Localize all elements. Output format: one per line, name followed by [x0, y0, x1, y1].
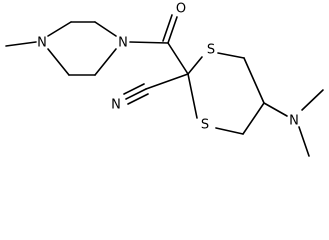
chemical-structure: N N O S S N N	[5, 2, 324, 157]
atom-n-nitrile: N	[111, 98, 121, 113]
bond-c4-s3	[215, 127, 244, 135]
bond-c6-c5	[243, 57, 265, 104]
bond-pip-n1-c-top	[47, 21, 72, 37]
bond-n2-carbonyl-c	[129, 41, 169, 44]
bond-s1-c6	[217, 52, 245, 59]
bond-nitrile-triple-2	[127, 93, 149, 105]
atom-s-ring-bottom: S	[201, 118, 209, 133]
bond-c2-nitrile-c	[145, 73, 189, 90]
bond-amine-n-methyl-up	[301, 89, 324, 111]
bond-methyl-n	[5, 41, 37, 47]
bond-c2-s1	[187, 56, 203, 75]
bond-nitrile-triple-1	[125, 88, 147, 100]
atom-s-ring-top: S	[207, 43, 215, 58]
atom-n-piperazine-amide: N	[118, 36, 128, 51]
atom-n-methylpiperazine: N	[37, 36, 47, 51]
bond-c5-amine-n	[263, 102, 288, 117]
bond-nitrile-triple-3	[123, 83, 145, 95]
bond-carbonyl-c-o-1	[167, 16, 178, 44]
bond-carbonyl-c-o-2	[162, 14, 173, 42]
bond-amine-n-methyl-down	[298, 126, 310, 157]
bond-pip-n2-c-bottom2	[94, 48, 117, 76]
bond-c5-c4	[242, 102, 265, 135]
atom-n-amine: N	[289, 114, 299, 129]
bond-carbonyl-c-ring-c2	[167, 42, 189, 75]
bond-pip-c-bottom-n1	[47, 48, 70, 76]
atom-o-carbonyl: O	[176, 2, 186, 17]
bond-pip-c-top2-n2	[94, 21, 117, 37]
bond-s3-c2	[187, 73, 198, 119]
